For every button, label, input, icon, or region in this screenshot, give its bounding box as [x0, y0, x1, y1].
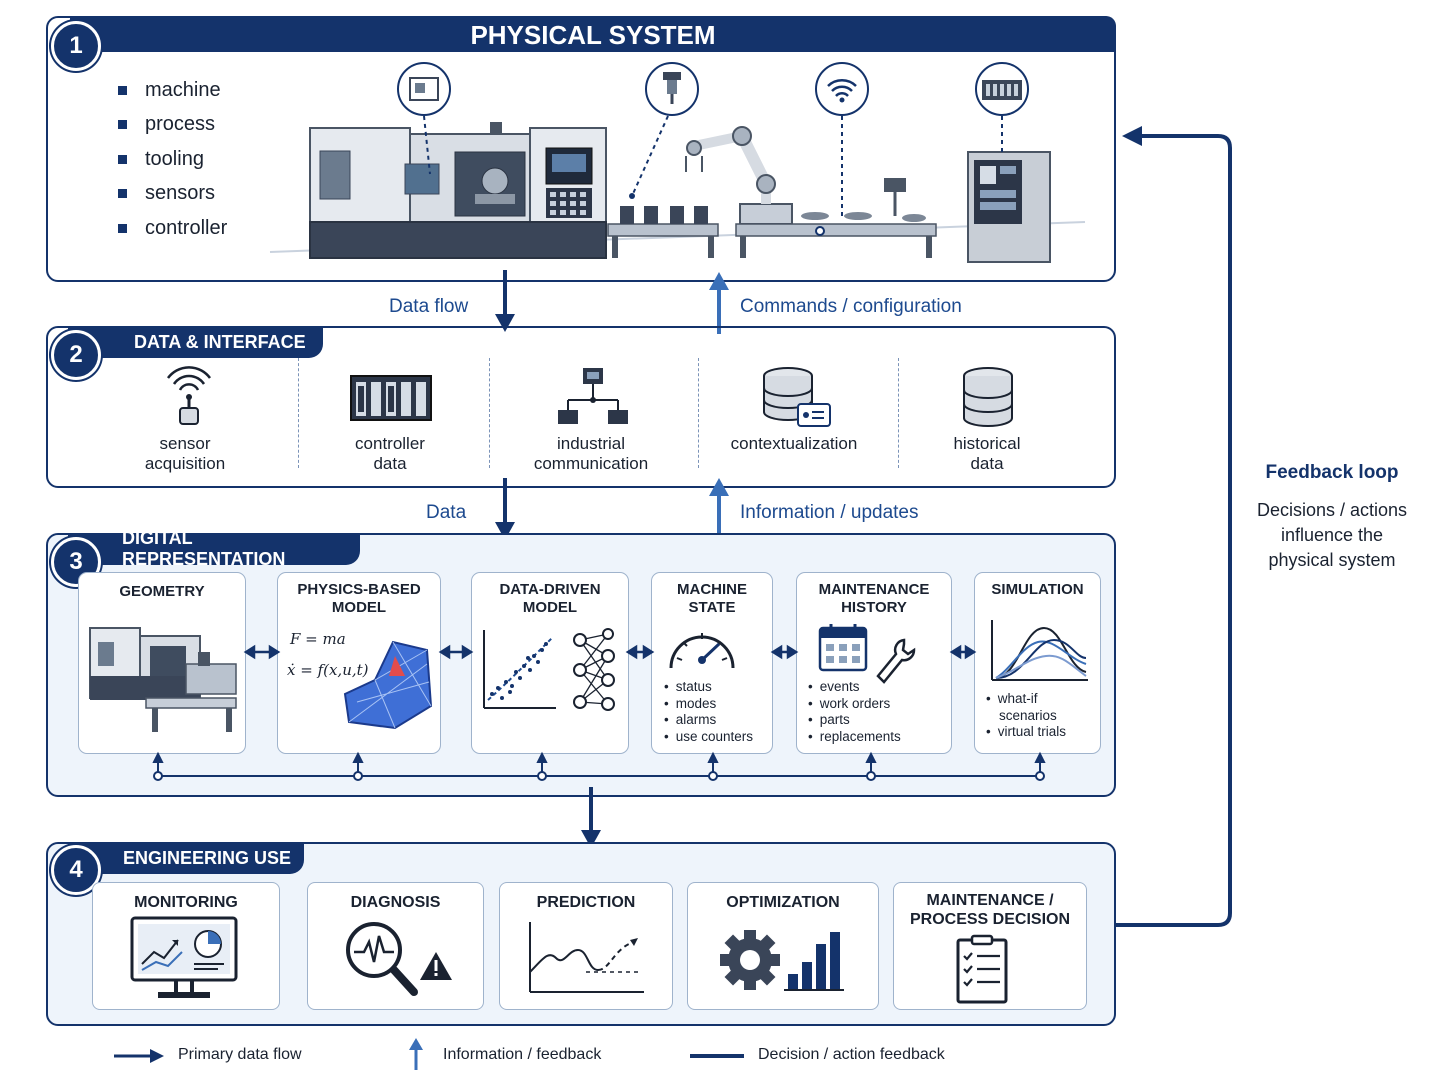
gauge-icon — [669, 633, 735, 669]
wrench-icon — [876, 638, 916, 684]
list-item: sensors — [118, 177, 227, 212]
legend-decision-label: Decision / action feedback — [758, 1046, 945, 1063]
maintenance-history-title: MAINTENANCE HISTORY — [818, 581, 930, 616]
decision-title: MAINTENANCE / PROCESS DECISION — [909, 892, 1071, 928]
wireless-icon — [815, 62, 869, 236]
cnc-machine-icon — [309, 122, 607, 259]
data-flow-arrow — [495, 270, 515, 332]
control-cabinet-icon — [967, 151, 1051, 263]
fem-mesh-icon — [343, 640, 433, 730]
physical-system-illustration — [269, 62, 1086, 263]
physical-system-header — [70, 16, 1116, 52]
simulation-title: SIMULATION — [991, 581, 1084, 598]
legend-primary-arrow — [114, 1049, 164, 1063]
divider — [898, 358, 899, 468]
equation-1: F = ma — [290, 630, 346, 648]
machine-model-icon — [89, 627, 237, 732]
industrial-communication-label: industrial communication — [533, 434, 649, 473]
data-arrow — [495, 478, 515, 540]
list-item: controller — [118, 211, 227, 246]
information-label: Information / updates — [740, 502, 919, 523]
calendar-icon — [818, 624, 868, 672]
physical-system-list: machine process tooling sensors controll… — [118, 73, 227, 246]
commands-label: Commands / configuration — [740, 296, 962, 317]
optimization-title: OPTIMIZATION — [726, 894, 840, 911]
optimization-card: OPTIMIZATION — [687, 882, 879, 1010]
trend-forecast-icon — [529, 922, 644, 993]
list-item: machine — [118, 73, 227, 108]
machine-state-list: status modes alarms use counters — [664, 679, 753, 745]
simulation-list: what-if scenarios virtual trials — [986, 691, 1066, 741]
divider — [698, 358, 699, 468]
conveyor-icon — [607, 206, 719, 258]
data-interface-panel — [46, 326, 1116, 488]
section-badge-2: 2 — [51, 330, 101, 380]
machine-monitor-icon — [397, 62, 451, 175]
controller-rack-icon — [975, 62, 1029, 152]
monitoring-title: MONITORING — [134, 894, 238, 911]
gear-bars-icon — [720, 930, 844, 991]
conveyor-icon — [735, 178, 937, 258]
list-item: work orders — [808, 696, 901, 713]
legend-info-label: Information / feedback — [443, 1046, 602, 1063]
feedback-loop-description: Decisions / actions influence the physic… — [1256, 500, 1408, 570]
list-item: virtual trials — [986, 724, 1066, 741]
machine-state-title: MACHINE STATE — [677, 581, 747, 616]
data-label: Data — [426, 502, 467, 523]
controller-data-label: controller data — [355, 434, 425, 473]
legend-primary-label: Primary data flow — [178, 1046, 302, 1063]
checklist-icon — [956, 934, 1008, 1004]
neural-network-icon — [573, 628, 615, 711]
engineering-use-header: ENGINEERING USE — [68, 842, 304, 874]
legend-info-arrow — [409, 1038, 423, 1070]
data-driven-model-title: DATA-DRIVEN MODEL — [499, 581, 601, 616]
controller-rack-icon — [350, 375, 432, 421]
section-badge-1: 1 — [51, 21, 101, 71]
prediction-title: PREDICTION — [536, 894, 636, 911]
prediction-card: PREDICTION — [499, 882, 673, 1010]
divider — [489, 358, 490, 468]
list-item: replacements — [808, 729, 901, 746]
data-interface-header: DATA & INTERFACE — [68, 326, 323, 358]
database-icon — [963, 367, 1013, 427]
scatter-regression-icon — [483, 630, 556, 709]
list-item: tooling — [118, 142, 227, 177]
diagnosis-title: DIAGNOSIS — [350, 894, 441, 911]
wireless-sensor-icon — [166, 366, 212, 425]
historical-data-label: historical data — [953, 434, 1021, 473]
list-item: parts — [808, 712, 901, 729]
equation-2: ẋ = f(x,u,t) — [287, 661, 369, 679]
list-item: what-if — [986, 691, 1066, 708]
network-icon — [558, 368, 628, 424]
contextualization-label: contextualization — [730, 434, 858, 453]
simulation-curves-icon — [991, 620, 1088, 681]
digital-representation-header: DIGITAL REPRESENTATION — [68, 528, 360, 569]
maintenance-history-list: events work orders parts replacements — [808, 679, 901, 745]
physical-system-title: PHYSICAL SYSTEM — [470, 20, 716, 50]
magnifier-pulse-icon — [346, 922, 452, 996]
list-item: scenarios — [999, 707, 1057, 723]
list-item: events — [808, 679, 901, 696]
data-flow-label: Data flow — [389, 296, 469, 317]
legend-decision-line — [690, 1054, 744, 1058]
divider — [298, 358, 299, 468]
geometry-title: GEOMETRY — [119, 583, 205, 600]
sensor-probe-icon — [629, 62, 699, 199]
section-badge-4: 4 — [51, 845, 101, 895]
feedback-loop-title: Feedback loop — [1265, 462, 1399, 483]
database-card-icon — [763, 367, 831, 427]
monitor-dashboard-icon — [130, 916, 238, 998]
data-driven-model-card: DATA-DRIVEN MODEL — [471, 572, 629, 754]
physics-model-title: PHYSICS-BASED MODEL — [297, 581, 421, 616]
list-item: status — [664, 679, 753, 696]
sensor-acquisition-label: sensor acquisition — [144, 434, 226, 473]
list-item: use counters — [664, 729, 753, 746]
list-item: alarms — [664, 712, 753, 729]
list-item: modes — [664, 696, 753, 713]
list-item: process — [118, 108, 227, 143]
